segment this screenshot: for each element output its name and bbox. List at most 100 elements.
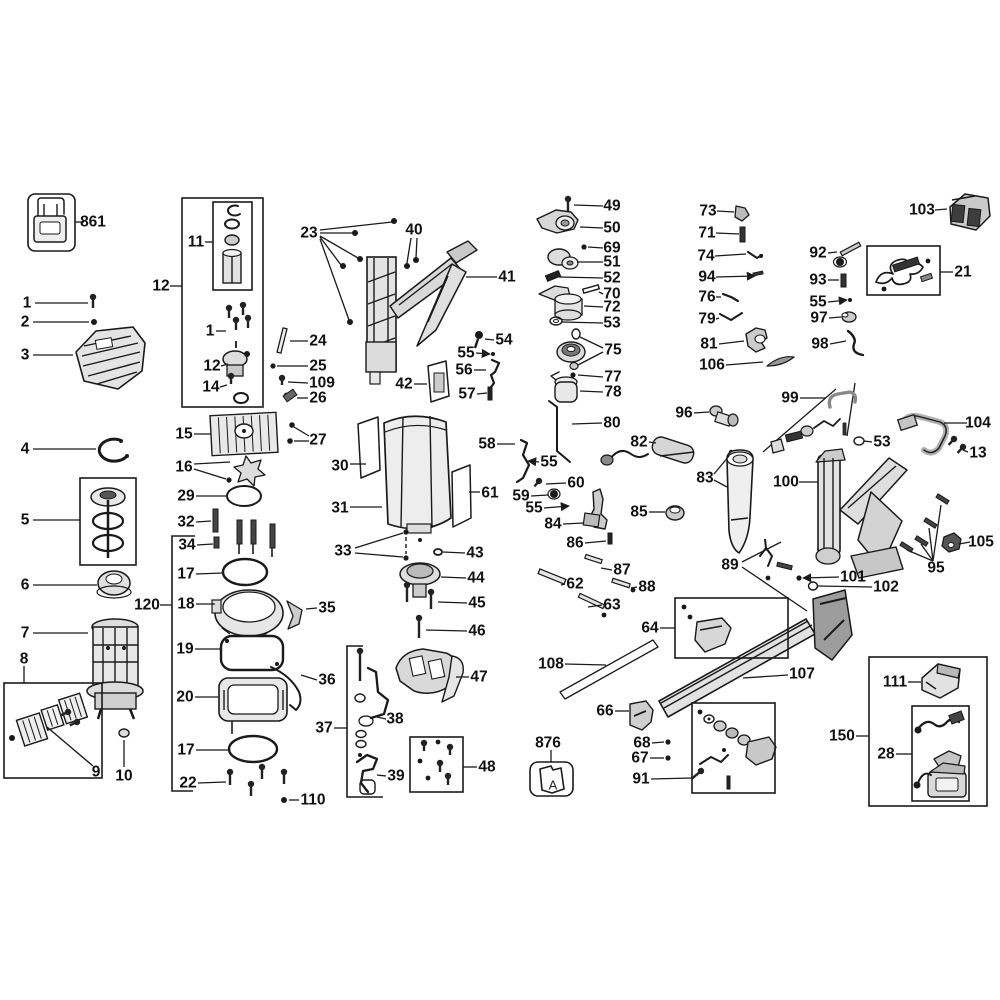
part-label-54: 54 [495, 332, 513, 349]
part-label-87: 87 [613, 562, 630, 579]
part-label-55: 55 [540, 454, 558, 471]
group-box-12 [181, 197, 264, 408]
part-label-45: 45 [468, 595, 486, 612]
part-label-105: 105 [968, 534, 994, 551]
part-label-83: 83 [696, 470, 714, 487]
part-label-22: 22 [179, 775, 196, 792]
part-label-17: 17 [177, 742, 194, 759]
leader-line-74 [714, 253, 747, 257]
leader-line-102 [817, 585, 873, 588]
part-label-84: 84 [544, 516, 562, 533]
leader-line-95 [920, 543, 934, 562]
part-label-19: 19 [176, 641, 194, 658]
part-label-28: 28 [877, 746, 895, 763]
part-label-95: 95 [927, 560, 945, 577]
part-label-101: 101 [840, 569, 866, 586]
leader-line-78 [579, 390, 604, 393]
leader-line-59 [530, 494, 549, 497]
part-label-38: 38 [386, 711, 404, 728]
part-label-109: 109 [309, 375, 335, 392]
part-label-20: 20 [176, 689, 193, 706]
part-label-77: 77 [604, 369, 621, 386]
leader-line-13 [962, 449, 969, 453]
leader-line-54 [484, 338, 495, 341]
part-label-69: 69 [603, 240, 621, 257]
leader-line-73 [716, 210, 735, 213]
leader-line-89 [741, 566, 808, 612]
part-label-111: 111 [883, 674, 908, 691]
leader-line-62 [560, 583, 566, 586]
part-label-6: 6 [21, 577, 30, 594]
part-label-80: 80 [603, 415, 620, 432]
group-box-5 [79, 477, 137, 566]
part-label-59: 59 [512, 488, 530, 505]
part-label-21: 21 [954, 264, 972, 281]
part-label-55: 55 [525, 500, 543, 517]
leader-line-98 [829, 340, 847, 345]
part-label-14: 14 [202, 379, 220, 396]
part-label-36: 36 [318, 672, 336, 689]
part-label-104: 104 [965, 415, 991, 432]
group-box-21 [866, 245, 941, 296]
leader-line-46 [425, 629, 468, 632]
part-label-32: 32 [177, 514, 194, 531]
part-label-73: 73 [699, 203, 717, 220]
leader-line-94 [715, 271, 756, 281]
part-label-33: 33 [334, 543, 352, 560]
part-label-74: 74 [697, 248, 715, 265]
part-label-27: 27 [309, 432, 326, 449]
part-label-103: 103 [909, 202, 935, 219]
part-label-44: 44 [467, 570, 485, 587]
leader-line-49 [573, 204, 604, 207]
leader-line-97 [828, 316, 842, 319]
part-label-55: 55 [809, 294, 827, 311]
part-label-34: 34 [178, 537, 196, 554]
part-label-57: 57 [458, 386, 475, 403]
part-label-25: 25 [309, 358, 327, 375]
leader-line-32 [195, 520, 212, 523]
part-label-2: 2 [21, 314, 30, 331]
part-label-50: 50 [603, 220, 620, 237]
leader-line-34 [196, 543, 214, 546]
leader-line-72 [583, 305, 604, 308]
leader-line-40 [415, 237, 418, 259]
part-label-60: 60 [567, 475, 584, 492]
part-label-58: 58 [478, 436, 496, 453]
part-label-61: 61 [481, 485, 499, 502]
part-label-1: 1 [206, 323, 215, 340]
leader-line-80 [571, 422, 603, 425]
part-label-98: 98 [811, 336, 829, 353]
part-label-89: 89 [721, 557, 739, 574]
part-label-12: 12 [203, 358, 220, 375]
part-label-75: 75 [604, 342, 622, 359]
part-label-110: 110 [300, 792, 325, 809]
leader-line-86 [584, 540, 607, 544]
leader-line-55 [543, 502, 570, 512]
leader-line-96 [693, 411, 710, 414]
part-label-40: 40 [405, 222, 422, 239]
part-label-66: 66 [596, 703, 614, 720]
part-label-108: 108 [538, 656, 564, 673]
leader-line-75 [577, 351, 604, 366]
part-label-46: 46 [468, 623, 486, 640]
leader-line-60 [545, 482, 567, 485]
part-label-47: 47 [470, 669, 487, 686]
leader-line-39 [376, 774, 387, 777]
diagram-artwork: A [9, 193, 991, 803]
leader-line-52 [558, 276, 604, 279]
leader-line-55 [527, 457, 540, 467]
part-label-42: 42 [395, 376, 412, 393]
leader-line-38 [376, 716, 387, 720]
part-label-81: 81 [700, 336, 718, 353]
part-label-16: 16 [175, 459, 193, 476]
part-label-102: 102 [873, 579, 899, 596]
leader-line-79 [715, 317, 720, 320]
leader-line-70 [598, 291, 604, 295]
leader-line-12 [220, 363, 229, 367]
part-label-72: 72 [603, 299, 620, 316]
part-label-30: 30 [331, 458, 348, 475]
part-label-12: 12 [152, 278, 169, 295]
part-label-120: 120 [134, 597, 160, 614]
part-label-4: 4 [21, 441, 30, 458]
